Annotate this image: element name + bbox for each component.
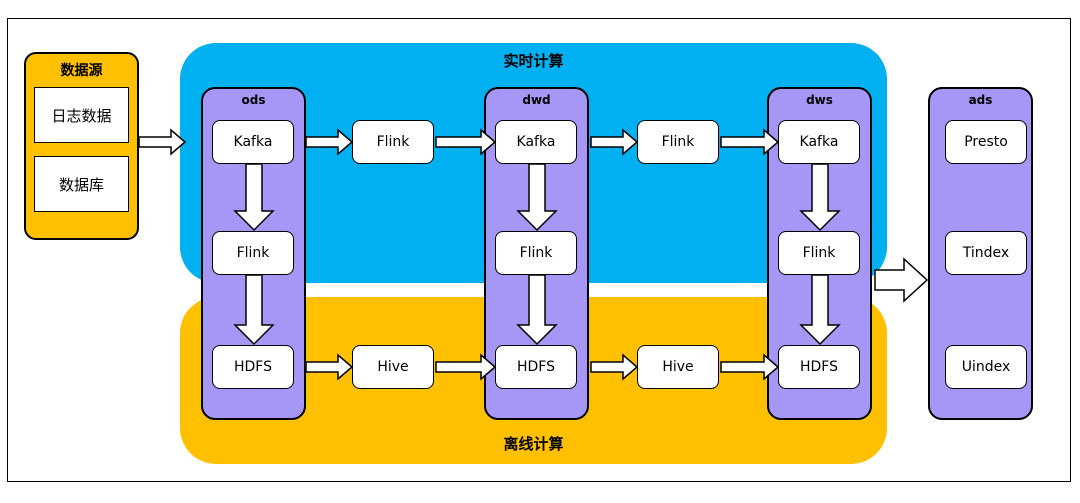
arrow-dwd-hdfs-to-hive <box>590 353 639 381</box>
dws-hdfs-node: HDFS <box>778 345 860 389</box>
arrow-dws-flink-down <box>799 274 841 346</box>
arrow-dwd-flink-down <box>516 274 558 346</box>
dws-flink-node: Flink <box>778 231 860 275</box>
ods-hdfs-node: HDFS <box>212 345 294 389</box>
ads-uindex-node: Uindex <box>945 345 1027 389</box>
ods-flink-node: Flink <box>212 231 294 275</box>
arrow-ods-kafka-down <box>233 163 275 232</box>
dws-kafka-node: Kafka <box>778 120 860 164</box>
arrow-flink-to-dws-kafka <box>720 128 780 156</box>
connector-flink-1: Flink <box>352 120 434 164</box>
arrow-dwd-kafka-to-flink <box>590 128 639 156</box>
arrow-dwd-kafka-down <box>516 163 558 232</box>
data-source-title: 数据源 <box>60 63 103 79</box>
arrow-ods-flink-down <box>233 274 275 346</box>
ads-tindex-node: Tindex <box>945 231 1027 275</box>
arrow-hive-to-dwd-hdfs <box>435 353 497 381</box>
database-box: 数据库 <box>34 156 129 212</box>
ads-presto-node: Presto <box>945 120 1027 164</box>
dwd-hdfs-node: HDFS <box>495 345 577 389</box>
data-source-panel: 数据源 日志数据 数据库 <box>24 52 139 240</box>
log-data-box: 日志数据 <box>34 87 129 143</box>
arrow-ods-kafka-to-flink <box>305 128 354 156</box>
connector-hive-2: Hive <box>637 345 719 389</box>
arrow-dws-to-ads <box>874 257 929 303</box>
layer-dws-title: dws <box>806 93 833 107</box>
arrow-flink-to-dwd-kafka <box>435 128 497 156</box>
arrow-source-to-ods <box>138 128 187 156</box>
layer-dwd-title: dwd <box>522 93 551 107</box>
diagram-frame <box>7 18 1071 482</box>
layer-ads-title: ads <box>968 93 993 107</box>
arrow-ods-hdfs-to-hive <box>305 353 354 381</box>
arrow-hive-to-dws-hdfs <box>720 353 780 381</box>
layer-ods-title: ods <box>241 93 266 107</box>
offline-region-title: 离线计算 <box>503 435 564 453</box>
connector-flink-2: Flink <box>637 120 719 164</box>
dwd-flink-node: Flink <box>495 231 577 275</box>
ods-kafka-node: Kafka <box>212 120 294 164</box>
arrow-dws-kafka-down <box>799 163 841 232</box>
realtime-region-title: 实时计算 <box>503 52 564 70</box>
